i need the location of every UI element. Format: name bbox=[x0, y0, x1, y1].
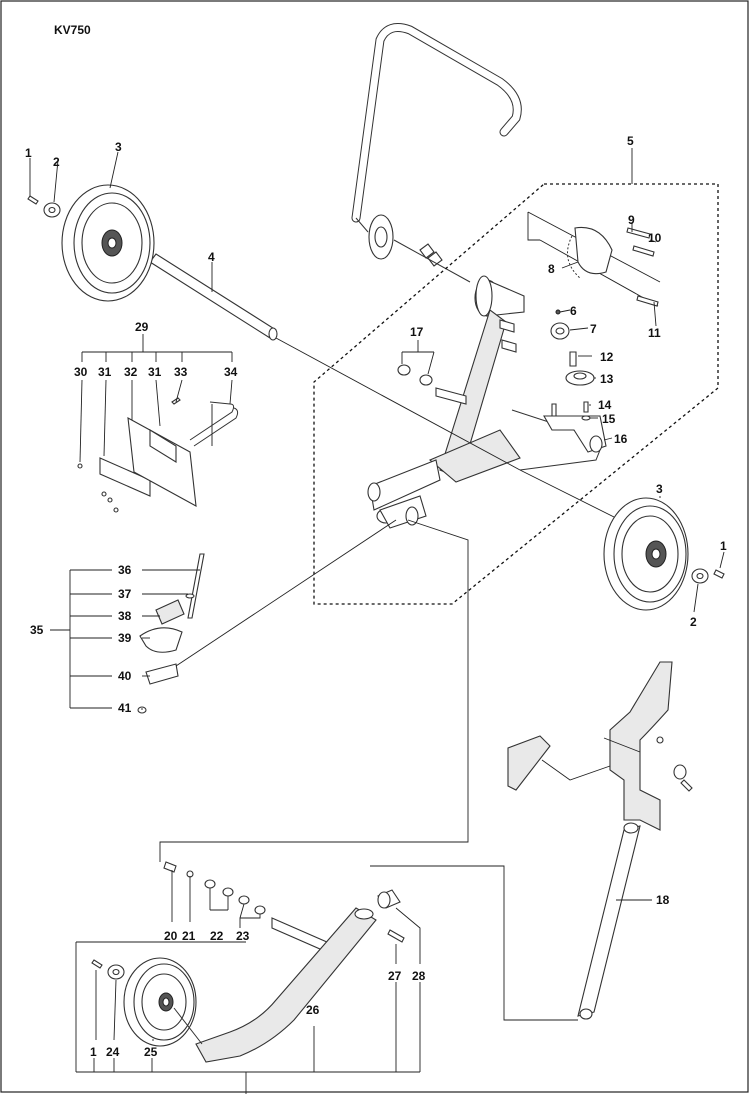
callout-6: 6 bbox=[570, 304, 577, 318]
wheel-lower bbox=[123, 957, 203, 1047]
callout-15: 15 bbox=[602, 412, 616, 426]
callout-37: 37 bbox=[118, 587, 132, 601]
callout-31-b: 31 bbox=[148, 365, 162, 379]
callout-10: 10 bbox=[648, 231, 662, 245]
frame-gear bbox=[475, 275, 493, 317]
callout-1-right: 1 bbox=[720, 539, 727, 553]
callout-21: 21 bbox=[182, 929, 196, 943]
callout-11: 11 bbox=[648, 326, 661, 340]
callout-25: 25 bbox=[144, 1045, 158, 1059]
leader-rod bbox=[370, 865, 578, 1021]
callout-36: 36 bbox=[118, 563, 132, 577]
callout-35: 35 bbox=[30, 623, 44, 637]
hanger-plate bbox=[507, 661, 693, 1020]
callout-2-right: 2 bbox=[690, 615, 697, 629]
callout-30: 30 bbox=[74, 365, 88, 379]
callout-4: 4 bbox=[208, 250, 215, 264]
callout-17: 17 bbox=[410, 325, 424, 339]
callout-14: 14 bbox=[598, 398, 612, 412]
callout-31-a: 31 bbox=[98, 365, 112, 379]
ratchet-plate bbox=[567, 226, 613, 279]
callout-12: 12 bbox=[600, 350, 614, 364]
lock-assembly bbox=[137, 519, 397, 714]
callout-33: 33 bbox=[174, 365, 188, 379]
callout-28: 28 bbox=[412, 969, 426, 983]
lower-handle bbox=[163, 861, 405, 1063]
model-label: KV750 bbox=[54, 23, 91, 37]
callout-23: 23 bbox=[236, 929, 250, 943]
callout-labels: 1 2 3 4 5 9 10 8 11 6 7 12 13 14 15 16 1… bbox=[25, 134, 727, 1059]
callout-5: 5 bbox=[627, 134, 634, 148]
callout-1: 1 bbox=[25, 146, 32, 160]
callout-29: 29 bbox=[135, 320, 149, 334]
bracket-set bbox=[77, 397, 239, 513]
callout-8: 8 bbox=[548, 262, 555, 276]
leader-main bbox=[159, 519, 469, 862]
callout-26: 26 bbox=[306, 1003, 320, 1017]
main-frame bbox=[367, 279, 605, 529]
callout-32: 32 bbox=[124, 365, 138, 379]
wheel-right bbox=[519, 469, 689, 611]
callout-41: 41 bbox=[118, 701, 132, 715]
callout-3: 3 bbox=[115, 140, 122, 154]
callout-7: 7 bbox=[590, 322, 597, 336]
callout-20: 20 bbox=[164, 929, 178, 943]
callout-9: 9 bbox=[628, 213, 635, 227]
axle bbox=[149, 253, 521, 471]
callout-2: 2 bbox=[53, 155, 60, 169]
callout-13: 13 bbox=[600, 372, 614, 386]
wheel-left bbox=[61, 184, 155, 302]
callout-leaders bbox=[29, 148, 725, 1094]
callout-38: 38 bbox=[118, 609, 132, 623]
callout-18: 18 bbox=[656, 893, 670, 907]
callout-40: 40 bbox=[118, 669, 132, 683]
callout-1-lower: 1 bbox=[90, 1045, 97, 1059]
callout-27: 27 bbox=[388, 969, 402, 983]
callout-34: 34 bbox=[224, 365, 238, 379]
callout-22: 22 bbox=[210, 929, 224, 943]
callout-3-right: 3 bbox=[656, 482, 663, 496]
handle-assembly bbox=[351, 23, 522, 283]
callout-16: 16 bbox=[614, 432, 628, 446]
subassembly-5-outline bbox=[313, 183, 719, 605]
callout-24: 24 bbox=[106, 1045, 120, 1059]
callout-39: 39 bbox=[118, 631, 132, 645]
